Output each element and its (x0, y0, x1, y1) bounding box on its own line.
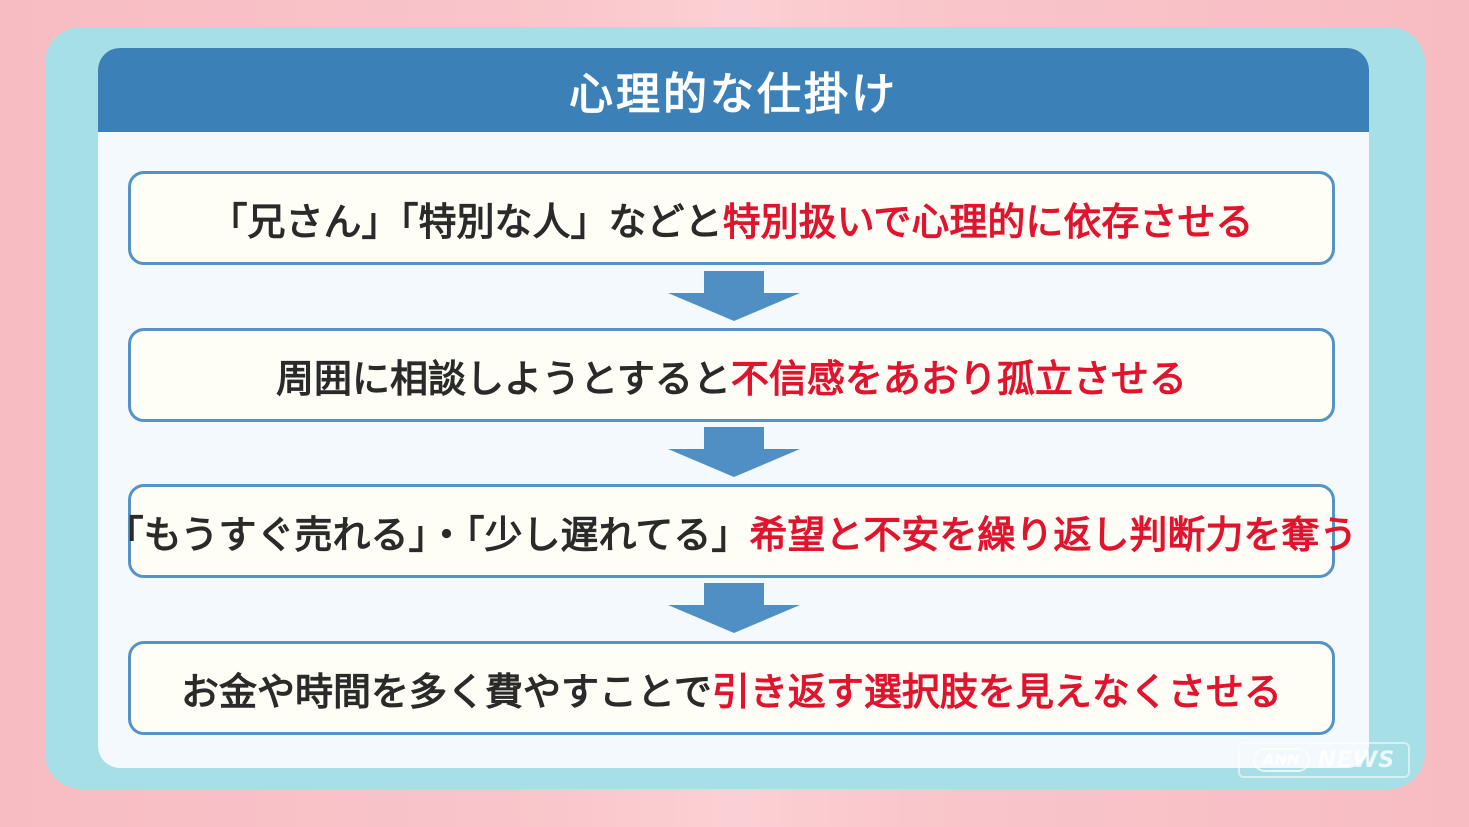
step-2-text: 周囲に相談しようとすると (276, 356, 731, 401)
step-1-highlight: 特別扱いで心理的に依存させる (722, 199, 1254, 244)
logo-mark: ANN (1252, 748, 1310, 772)
step-4-highlight: 引き返す選択肢を見えなくさせる (711, 669, 1282, 714)
step-1-text: 「兄さん」「特別な人」などと (209, 199, 723, 244)
step-3-text: 「もうすぐ売れる」・「少し遅れてる」 (105, 512, 750, 557)
down-arrow-icon (668, 583, 800, 633)
step-box-1: 「兄さん」「特別な人」などと特別扱いで心理的に依存させる (128, 171, 1335, 265)
step-box-2: 周囲に相談しようとすると不信感をあおり孤立させる (128, 328, 1335, 422)
step-2-highlight: 不信感をあおり孤立させる (730, 356, 1187, 401)
page-title: 心理的な仕掛け (569, 69, 898, 120)
step-box-4: お金や時間を多く費やすことで引き返す選択肢を見えなくさせる (128, 641, 1335, 735)
ann-news-logo: ANN NEWS (1238, 742, 1410, 778)
down-arrow-icon (668, 271, 800, 321)
step-box-3: 「もうすぐ売れる」・「少し遅れてる」希望と不安を繰り返し判断力を奪う (106, 484, 1357, 578)
logo-text: NEWS (1317, 747, 1396, 773)
step-4-text: お金や時間を多く費やすことで (181, 669, 712, 714)
panel-header: 心理的な仕掛け (98, 48, 1369, 132)
step-3-highlight: 希望と不安を繰り返し判断力を奪う (749, 512, 1358, 557)
down-arrow-icon (668, 427, 800, 477)
